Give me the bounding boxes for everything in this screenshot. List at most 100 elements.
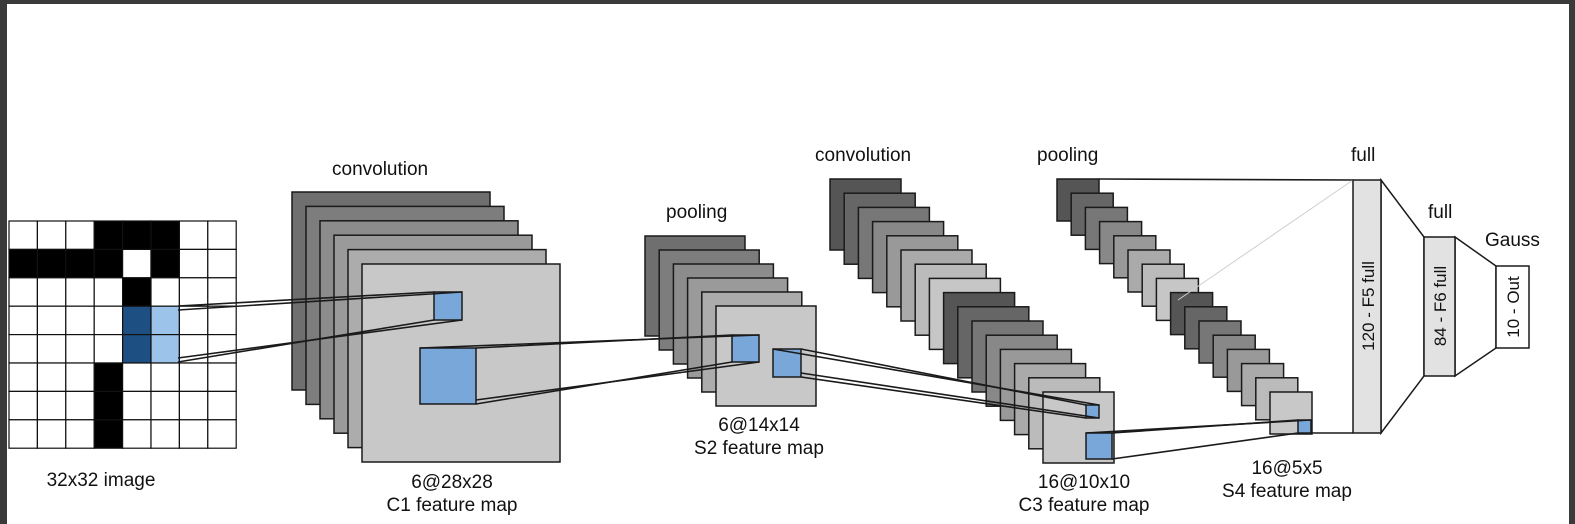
input-cell bbox=[36, 277, 67, 307]
input-cell bbox=[121, 334, 152, 364]
input-cell bbox=[121, 362, 152, 392]
input-cell bbox=[65, 248, 95, 279]
input-cell bbox=[121, 277, 152, 307]
input-cell bbox=[150, 334, 180, 364]
input-cell bbox=[207, 419, 237, 449]
input-cell bbox=[8, 220, 38, 250]
input-cell bbox=[121, 390, 152, 421]
connection-line bbox=[772, 348, 1100, 406]
input-caption: 32x32 image bbox=[46, 470, 156, 491]
connection-line bbox=[800, 376, 1087, 419]
c3-size: 16@10x10 bbox=[1037, 472, 1131, 493]
input-cell bbox=[65, 362, 95, 392]
c1-pool-window bbox=[419, 347, 477, 405]
input-cell bbox=[65, 390, 95, 421]
s2-pooled-unit bbox=[731, 334, 760, 363]
input-cell bbox=[178, 390, 209, 421]
input-cell bbox=[36, 334, 67, 364]
input-cell bbox=[8, 248, 38, 279]
input-image-grid bbox=[8, 220, 237, 449]
c1-name: C1 feature map bbox=[386, 495, 518, 516]
c1-feature-maps bbox=[291, 191, 561, 463]
input-cell bbox=[93, 334, 124, 364]
input-cell bbox=[36, 220, 67, 250]
c3-pool-window bbox=[1085, 432, 1113, 460]
input-cell bbox=[8, 419, 38, 449]
input-cell bbox=[178, 248, 209, 279]
f6-layer-label: 84 - F6 full bbox=[1431, 266, 1450, 346]
input-cell bbox=[121, 220, 152, 250]
connection-line bbox=[800, 348, 1087, 406]
input-cell bbox=[150, 248, 180, 279]
pool2-label: pooling bbox=[1037, 145, 1099, 166]
connection-line bbox=[177, 319, 463, 359]
input-cell bbox=[178, 220, 209, 250]
full1-label: full bbox=[1351, 145, 1376, 166]
input-cell bbox=[150, 220, 180, 250]
input-cell bbox=[207, 362, 237, 392]
input-cell bbox=[8, 305, 38, 336]
input-cell bbox=[36, 362, 67, 392]
input-cell bbox=[36, 390, 67, 421]
input-cell bbox=[8, 362, 38, 392]
input-cell bbox=[121, 419, 152, 449]
f5-to-f6-trapezoid bbox=[1380, 177, 1425, 436]
input-cell bbox=[121, 248, 152, 279]
s2-conv-window bbox=[772, 348, 802, 378]
connection-line bbox=[800, 372, 1100, 419]
fully-connected-layers: 120 - F5 full 84 - F6 full 10 - Out bbox=[1352, 177, 1530, 436]
input-cell bbox=[93, 390, 124, 421]
c1-receptive-highlight bbox=[433, 291, 463, 321]
lenet5-diagram: 120 - F5 full 84 - F6 full 10 - Out conv… bbox=[7, 4, 1569, 524]
input-cell bbox=[65, 305, 95, 336]
conv1-label: convolution bbox=[332, 159, 429, 180]
s4-name: S4 feature map bbox=[1222, 481, 1352, 502]
s2-feature-maps bbox=[644, 235, 817, 407]
f5-layer-box bbox=[1352, 179, 1382, 434]
connection-line bbox=[1098, 178, 1354, 181]
c1-size: 6@28x28 bbox=[411, 472, 493, 493]
input-cell bbox=[93, 248, 124, 279]
connection-line bbox=[1111, 432, 1299, 460]
input-cell bbox=[93, 419, 124, 449]
s2-size: 6@14x14 bbox=[718, 415, 800, 436]
input-cell bbox=[121, 305, 152, 336]
connection-line bbox=[475, 361, 760, 401]
input-cell bbox=[207, 277, 237, 307]
full2-label: full bbox=[1428, 202, 1453, 223]
input-cell bbox=[207, 334, 237, 364]
c3-feature-maps bbox=[829, 178, 1115, 464]
f6-layer-box bbox=[1423, 236, 1456, 377]
c3-name: C3 feature map bbox=[1018, 495, 1150, 516]
input-cell bbox=[36, 305, 67, 336]
connection-lines bbox=[177, 178, 1354, 460]
input-cell bbox=[207, 248, 237, 279]
input-cell bbox=[207, 305, 237, 336]
connection-line bbox=[177, 291, 463, 311]
out-layer-label: 10 - Out bbox=[1504, 276, 1523, 338]
s4-pooled-unit bbox=[1297, 419, 1312, 434]
input-cell bbox=[178, 419, 209, 449]
input-cell bbox=[150, 362, 180, 392]
input-cell bbox=[65, 419, 95, 449]
pool1-label: pooling bbox=[666, 202, 728, 223]
input-cell bbox=[150, 419, 180, 449]
input-cell bbox=[8, 277, 38, 307]
conv2-label: convolution bbox=[815, 145, 912, 166]
input-cell bbox=[65, 220, 95, 250]
input-cell bbox=[93, 220, 124, 250]
s4-size: 16@5x5 bbox=[1251, 458, 1323, 479]
c1-caption: 6@28x28 C1 feature map bbox=[367, 471, 537, 517]
input-cell bbox=[93, 362, 124, 392]
input-cell bbox=[8, 390, 38, 421]
c3-conv-unit bbox=[1085, 404, 1100, 419]
input-cell bbox=[150, 390, 180, 421]
input-cell bbox=[178, 305, 209, 336]
f6-to-out-trapezoid bbox=[1454, 235, 1497, 378]
gauss-label: Gauss bbox=[1485, 230, 1540, 251]
input-cell bbox=[93, 277, 124, 307]
connection-line bbox=[1085, 419, 1312, 434]
s4-feature-maps bbox=[1056, 178, 1313, 435]
f5-layer-label: 120 - F5 full bbox=[1359, 261, 1378, 351]
input-cell bbox=[150, 277, 180, 307]
